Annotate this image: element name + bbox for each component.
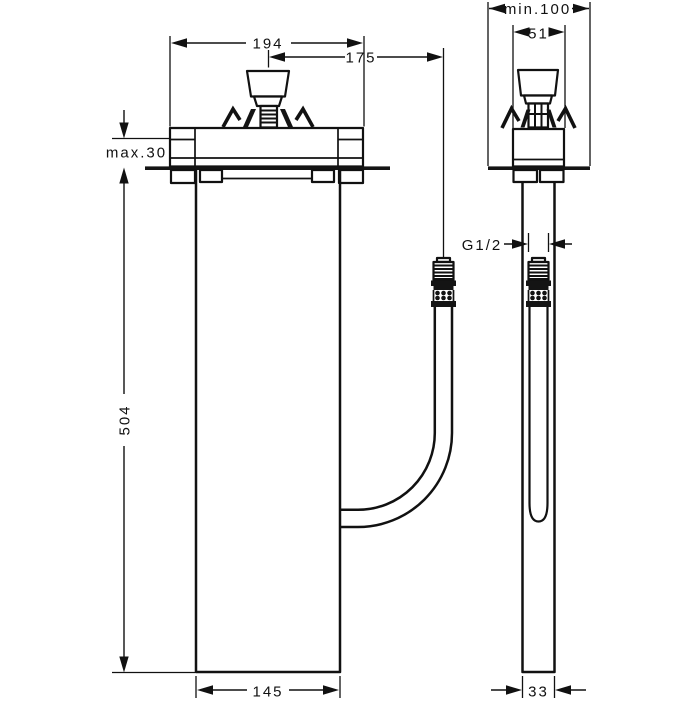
hose-connector	[431, 256, 456, 307]
dim-label-thread-size: G1/2	[462, 237, 503, 254]
dim-min-depth: min.100	[487, 1, 591, 166]
slot-connector	[526, 256, 551, 307]
dim-label-plate-width: 51	[528, 26, 549, 43]
mounting-flange-front	[168, 126, 365, 168]
dim-label-body-width: 145	[252, 684, 283, 701]
front-view: 194 175 max.30 504	[106, 36, 456, 701]
dim-label-body-depth: 33	[528, 684, 549, 701]
hose	[341, 307, 454, 529]
dim-thread-size: G1/2	[462, 233, 572, 254]
mounting-plate-side	[511, 127, 566, 168]
dim-label-center-to-hose: 175	[345, 50, 376, 67]
body-front	[194, 170, 342, 674]
wall-line-side	[488, 166, 590, 170]
dim-body-width: 145	[195, 676, 341, 701]
mounting-tabs-side	[512, 168, 565, 184]
dim-max-wall-thickness: max.30	[106, 110, 170, 162]
dim-flange-width: 194	[169, 36, 365, 127]
dim-label-min-depth: min.100	[504, 1, 571, 18]
spout-fitting-side	[500, 68, 577, 129]
dim-label-max-wall: max.30	[106, 145, 167, 162]
body-side	[521, 182, 556, 674]
mounting-tabs-front	[169, 168, 365, 185]
dim-body-depth: 33	[491, 676, 586, 701]
side-view: min.100 51	[462, 1, 591, 701]
dim-label-flange-width: 194	[252, 36, 283, 53]
spout-fitting-front	[221, 69, 315, 129]
dim-center-to-hose: 175	[267, 48, 445, 259]
dim-body-length: 504	[112, 167, 195, 674]
wall-line-front	[145, 166, 390, 170]
slot-channel	[528, 307, 549, 523]
dim-label-body-length: 504	[117, 404, 134, 435]
